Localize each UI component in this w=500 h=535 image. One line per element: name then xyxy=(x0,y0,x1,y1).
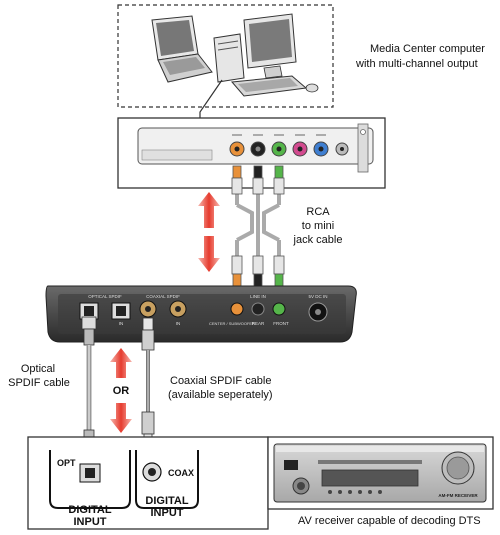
receiver-label-digital-coaxial: DIGITAL xyxy=(145,495,188,507)
rca-plug-orange xyxy=(231,255,243,287)
sound-card-jack-orange xyxy=(229,141,245,157)
computer-caption-line2: with multi-channel output xyxy=(356,58,478,70)
device-label-line-in: LINE IN xyxy=(250,294,266,299)
coaxial-cable-caption-line2: (available seperately) xyxy=(168,389,273,401)
receiver-coaxial-jack xyxy=(142,462,162,482)
rca-plug-green xyxy=(273,255,285,287)
receiver-model-label: AM-FM RECEIVER xyxy=(438,493,478,498)
desktop-computer-icon xyxy=(213,13,319,97)
sound-card-jack-black xyxy=(250,141,266,157)
device-label-dc-in: 5V DC IN xyxy=(308,294,327,299)
laptop-icon xyxy=(151,15,213,83)
optical-cable-caption-line1: Optical xyxy=(20,363,56,375)
device-label-front: FRONT xyxy=(273,321,289,326)
receiver-label-coax: COAX xyxy=(168,468,194,478)
red-arrow-down xyxy=(198,236,220,272)
computer-pointer-line xyxy=(199,79,223,122)
red-arrow-up-lower xyxy=(110,348,132,378)
device-label-optical-spdif: OPTICAL SPDIF xyxy=(88,294,122,299)
rca-caption-line1: RCA xyxy=(306,206,330,218)
coaxial-cable-caption-line1: Coaxial SPDIF cable xyxy=(170,375,272,387)
sound-card-jack-pink xyxy=(292,141,308,157)
dc-in-port xyxy=(308,302,328,322)
optical-cable-caption-line2: SPDIF cable xyxy=(8,377,70,389)
device-label-center-sub: CENTER / SUBWOOFER xyxy=(209,321,255,326)
device-label-in-coaxial: IN xyxy=(176,321,181,326)
receiver-optical-jack xyxy=(79,463,101,483)
mini-jack-plug-orange xyxy=(231,165,243,195)
sound-card-jack-green xyxy=(271,141,287,157)
rca-caption-line3: jack cable xyxy=(293,234,343,246)
red-arrow-up xyxy=(198,192,220,228)
receiver-label-digital-optical: DIGITAL xyxy=(68,504,111,516)
coaxial-cable xyxy=(141,317,155,449)
sound-card-jack-blue xyxy=(313,141,329,157)
device-label-coaxial-spdif: COAXIAL SPDIF xyxy=(146,294,180,299)
receiver-input-panel-box xyxy=(27,436,269,530)
rear-port xyxy=(251,302,265,316)
digital-input-bracket-coaxial xyxy=(135,450,199,509)
receiver-label-input-coaxial: INPUT xyxy=(151,507,184,519)
digital-input-bracket-optical xyxy=(49,450,131,509)
front-port xyxy=(272,302,286,316)
receiver-caption: AV receiver capable of decoding DTS xyxy=(298,515,481,527)
av-receiver xyxy=(273,443,487,503)
optical-in-port xyxy=(111,302,131,320)
coaxial-in-port xyxy=(169,300,187,318)
computer-dashed-box xyxy=(117,4,334,108)
red-arrow-down-lower xyxy=(110,403,132,433)
sound-card-jack-gray xyxy=(335,142,349,156)
receiver-label-opt: OPT xyxy=(57,458,76,468)
or-label: OR xyxy=(113,385,130,397)
computer-caption-line1: Media Center computer xyxy=(370,43,485,55)
rca-plug-black xyxy=(252,255,264,287)
coaxial-out-port xyxy=(139,300,157,318)
rca-caption-line2: to mini xyxy=(301,220,335,232)
device-label-rear: REAR xyxy=(252,321,265,326)
mini-jack-plug-black xyxy=(252,165,264,195)
receiver-label-input-optical: INPUT xyxy=(74,516,107,528)
mini-jack-plug-green xyxy=(273,165,285,195)
device-label-in-optical: IN xyxy=(119,321,124,326)
center-subwoofer-port xyxy=(230,302,244,316)
